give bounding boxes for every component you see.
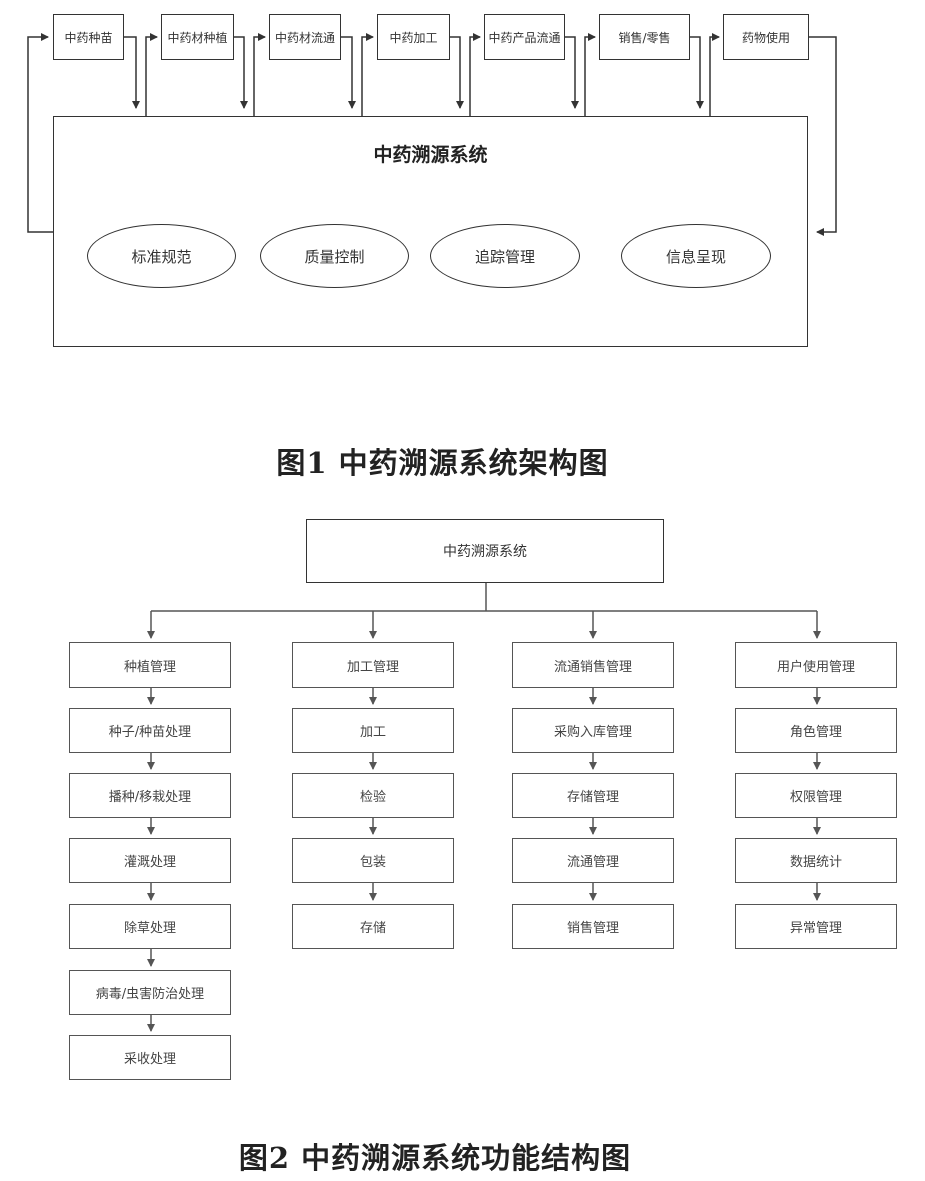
stage-box: 中药材流通 (269, 14, 341, 60)
module-item: 除草处理 (69, 904, 231, 949)
module-head: 用户使用管理 (735, 642, 897, 688)
module-oval: 信息呈现 (621, 224, 771, 288)
stage-box: 中药产品流通 (484, 14, 565, 60)
module-item: 流通管理 (512, 838, 674, 883)
module-item: 权限管理 (735, 773, 897, 818)
module-head: 种植管理 (69, 642, 231, 688)
module-item: 销售管理 (512, 904, 674, 949)
module-oval: 标准规范 (87, 224, 236, 288)
module-item: 存储 (292, 904, 454, 949)
module-item: 存储管理 (512, 773, 674, 818)
module-item: 角色管理 (735, 708, 897, 753)
module-item: 种子/种苗处理 (69, 708, 231, 753)
system-title: 中药溯源系统 (373, 144, 488, 166)
stage-box: 中药材种植 (161, 14, 234, 60)
module-item: 病毒/虫害防治处理 (69, 970, 231, 1015)
module-item: 灌溉处理 (69, 838, 231, 883)
stage-box: 销售/零售 (599, 14, 690, 60)
module-item: 采购入库管理 (512, 708, 674, 753)
stage-box: 中药种苗 (53, 14, 124, 60)
stage-box: 中药加工 (377, 14, 450, 60)
figure-1-caption: 图1 中药溯源系统架构图 (276, 446, 609, 480)
module-oval: 质量控制 (260, 224, 409, 288)
module-item: 检验 (292, 773, 454, 818)
figure-2-caption: 图2 中药溯源系统功能结构图 (238, 1141, 632, 1175)
figure-1-connectors (27, 33, 837, 236)
root-box: 中药溯源系统 (306, 519, 664, 583)
module-oval: 追踪管理 (430, 224, 580, 288)
module-item: 数据统计 (735, 838, 897, 883)
module-head: 加工管理 (292, 642, 454, 688)
stage-box: 药物使用 (723, 14, 809, 60)
module-item: 播种/移栽处理 (69, 773, 231, 818)
module-item: 包装 (292, 838, 454, 883)
module-head: 流通销售管理 (512, 642, 674, 688)
module-item: 采收处理 (69, 1035, 231, 1080)
system-frame (53, 116, 808, 347)
module-item: 加工 (292, 708, 454, 753)
module-item: 异常管理 (735, 904, 897, 949)
